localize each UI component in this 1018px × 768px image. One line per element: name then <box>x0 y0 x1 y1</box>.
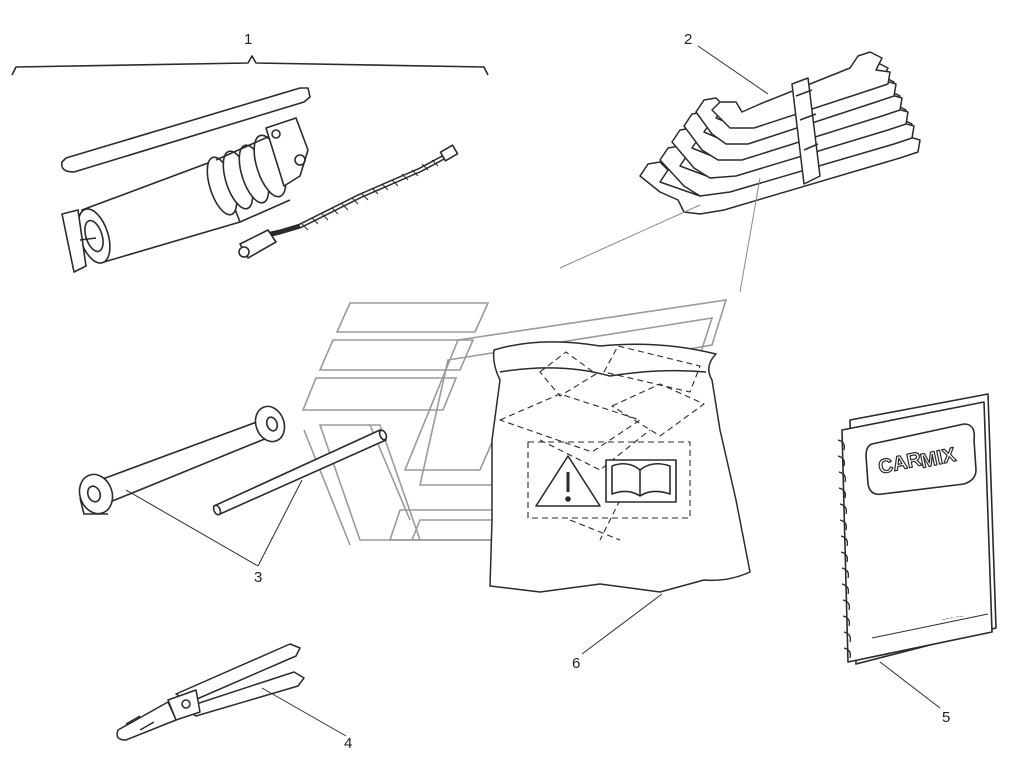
wrench-strap <box>791 77 821 185</box>
callout-3: 3 <box>254 569 262 586</box>
leader-2 <box>697 45 769 95</box>
warning-triangle-icon <box>535 455 601 507</box>
tool-bag <box>489 341 751 593</box>
leader-6 <box>581 593 663 655</box>
callout-1: 1 <box>244 31 252 48</box>
leader-4 <box>261 687 347 737</box>
callout-4: 4 <box>344 735 352 752</box>
callout-2: 2 <box>684 31 692 48</box>
socket-wrench-kit <box>78 405 388 516</box>
manual-cover-text: ~~~ ~~ <box>941 613 964 624</box>
grease-gun-kit <box>11 55 489 273</box>
open-book-icon <box>605 459 677 503</box>
grease-gun-lever <box>60 87 311 173</box>
callout-bracket <box>11 55 489 76</box>
leader-5 <box>879 661 941 709</box>
grease-gun-rings <box>206 134 291 223</box>
leader-3b <box>257 479 303 567</box>
carmix-logo: CAR MIX <box>865 423 977 496</box>
callout-numbers: 1 2 3 4 5 6 <box>244 31 950 752</box>
tool-bag-contents <box>499 345 705 541</box>
pliers <box>116 643 305 741</box>
leader-3a <box>125 489 259 567</box>
leader-lines <box>125 45 941 737</box>
socket-wrench-body <box>99 419 273 503</box>
spiral-binding <box>837 439 852 659</box>
pliers-jaw <box>116 701 177 741</box>
wrench-set <box>639 51 921 215</box>
warning-label <box>527 441 691 519</box>
grease-gun-plunger-handle <box>61 209 87 273</box>
callout-5: 5 <box>942 709 950 726</box>
callout-6: 6 <box>572 655 580 672</box>
manual-book: CAR MIX ~~~ ~~ <box>837 393 997 665</box>
